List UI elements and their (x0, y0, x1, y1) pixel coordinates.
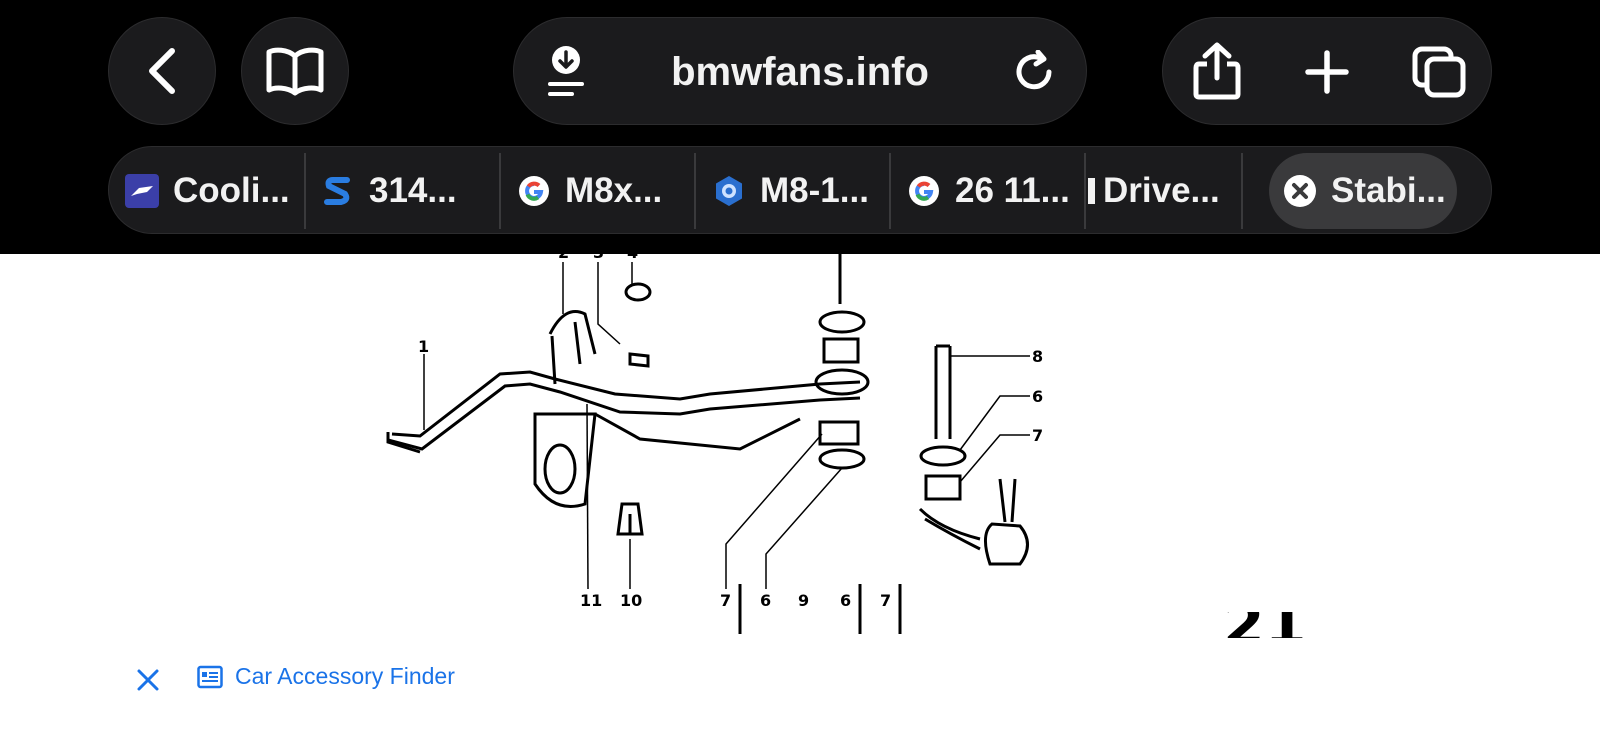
diagram-label: 11 (580, 591, 602, 610)
url-text: bmwfans.info (671, 50, 929, 94)
page-fragment-number: 21 (1223, 612, 1307, 638)
diagram-label: 8 (1032, 347, 1043, 366)
diagram-label: 4 (627, 254, 638, 262)
new-tab-icon[interactable] (1305, 50, 1349, 94)
close-icon[interactable] (134, 666, 162, 694)
stabilizer-parts-diagram: 1 2 3 4 8 6 7 11 10 7 6 9 6 7 (386, 254, 1043, 634)
tab-title: M8-1... (760, 171, 869, 210)
diagram-label: 7 (1032, 426, 1043, 445)
tab-7-active[interactable]: Stabi... (1283, 147, 1463, 235)
reader-button[interactable] (241, 17, 349, 125)
tab-title: 26 11... (955, 171, 1070, 210)
share-icon[interactable] (1191, 42, 1243, 100)
tab-overview-icon[interactable] (1411, 45, 1467, 99)
diagram-label: 6 (1032, 387, 1043, 406)
list-card-icon (197, 665, 223, 689)
blue-car-favicon (125, 174, 159, 208)
tab-title: Drive... (1103, 171, 1220, 210)
tab-separator (694, 153, 696, 229)
tab-title: 314... (369, 171, 457, 210)
tab-separator (889, 153, 891, 229)
page-content: 1 2 3 4 8 6 7 11 10 7 6 9 6 7 (0, 254, 1600, 739)
diagram-label: 7 (880, 591, 891, 610)
diagram-label: 9 (798, 591, 809, 610)
diagram-label: 7 (720, 591, 731, 610)
tab-title: M8x... (565, 171, 663, 210)
diagram-label: 1 (418, 337, 429, 356)
blue-bolt-favicon (712, 174, 746, 208)
diagram-label: 6 (840, 591, 851, 610)
tab-6[interactable]: Drive... (1087, 147, 1237, 235)
google-g-favicon (907, 174, 941, 208)
toolbar-actions-group (1162, 17, 1492, 125)
tab-separator (304, 153, 306, 229)
tab-1[interactable]: Cooli... (125, 147, 301, 235)
diagram-label: 6 (760, 591, 771, 610)
diagram-label: 10 (620, 591, 642, 610)
tab-title: Stabi... (1331, 171, 1446, 210)
browser-toolbar: bmwfans.info Cooli... 314... (0, 0, 1600, 254)
tab-separator (1084, 153, 1086, 229)
document-favicon (1087, 174, 1097, 208)
tab-2[interactable]: 314... (321, 147, 491, 235)
diagram-label: 3 (593, 254, 604, 262)
tab-separator (1241, 153, 1243, 229)
ad-link[interactable]: Car Accessory Finder (235, 663, 455, 689)
tab-strip: Cooli... 314... M8x... M8-1... (108, 146, 1492, 234)
google-g-favicon (517, 174, 551, 208)
download-icon (546, 44, 586, 100)
tab-5[interactable]: 26 11... (907, 147, 1083, 235)
blue-s-favicon (321, 174, 355, 208)
tab-3[interactable]: M8x... (517, 147, 693, 235)
tab-4[interactable]: M8-1... (712, 147, 890, 235)
tab-separator (499, 153, 501, 229)
book-icon (265, 46, 325, 96)
tab-title: Cooli... (173, 171, 290, 210)
chevron-left-icon (142, 47, 182, 95)
reload-icon[interactable] (1012, 50, 1056, 94)
diagram-label: 2 (558, 254, 569, 262)
address-bar[interactable]: bmwfans.info (513, 17, 1087, 125)
close-tab-icon[interactable] (1283, 174, 1317, 208)
back-button[interactable] (108, 17, 216, 125)
